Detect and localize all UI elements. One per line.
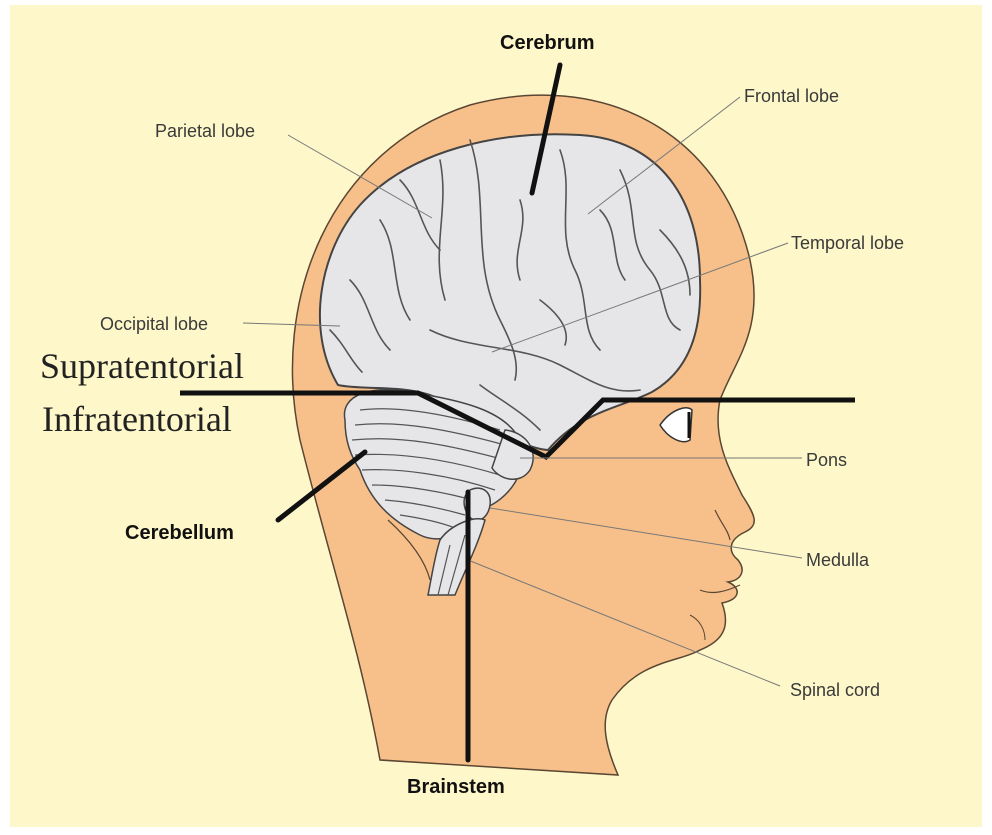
label-cerebellum: Cerebellum: [125, 522, 234, 544]
label-occipital-lobe: Occipital lobe: [100, 314, 208, 334]
label-frontal-lobe: Frontal lobe: [744, 86, 839, 106]
label-infratentorial: Infratentorial: [42, 399, 232, 439]
label-supratentorial: Supratentorial: [40, 346, 244, 386]
label-parietal-lobe: Parietal lobe: [155, 121, 255, 141]
label-spinal-cord: Spinal cord: [790, 680, 880, 700]
label-brainstem: Brainstem: [407, 776, 505, 798]
label-temporal-lobe: Temporal lobe: [791, 233, 904, 253]
label-pons: Pons: [806, 450, 847, 470]
label-cerebrum: Cerebrum: [500, 32, 594, 54]
label-medulla: Medulla: [806, 550, 870, 570]
